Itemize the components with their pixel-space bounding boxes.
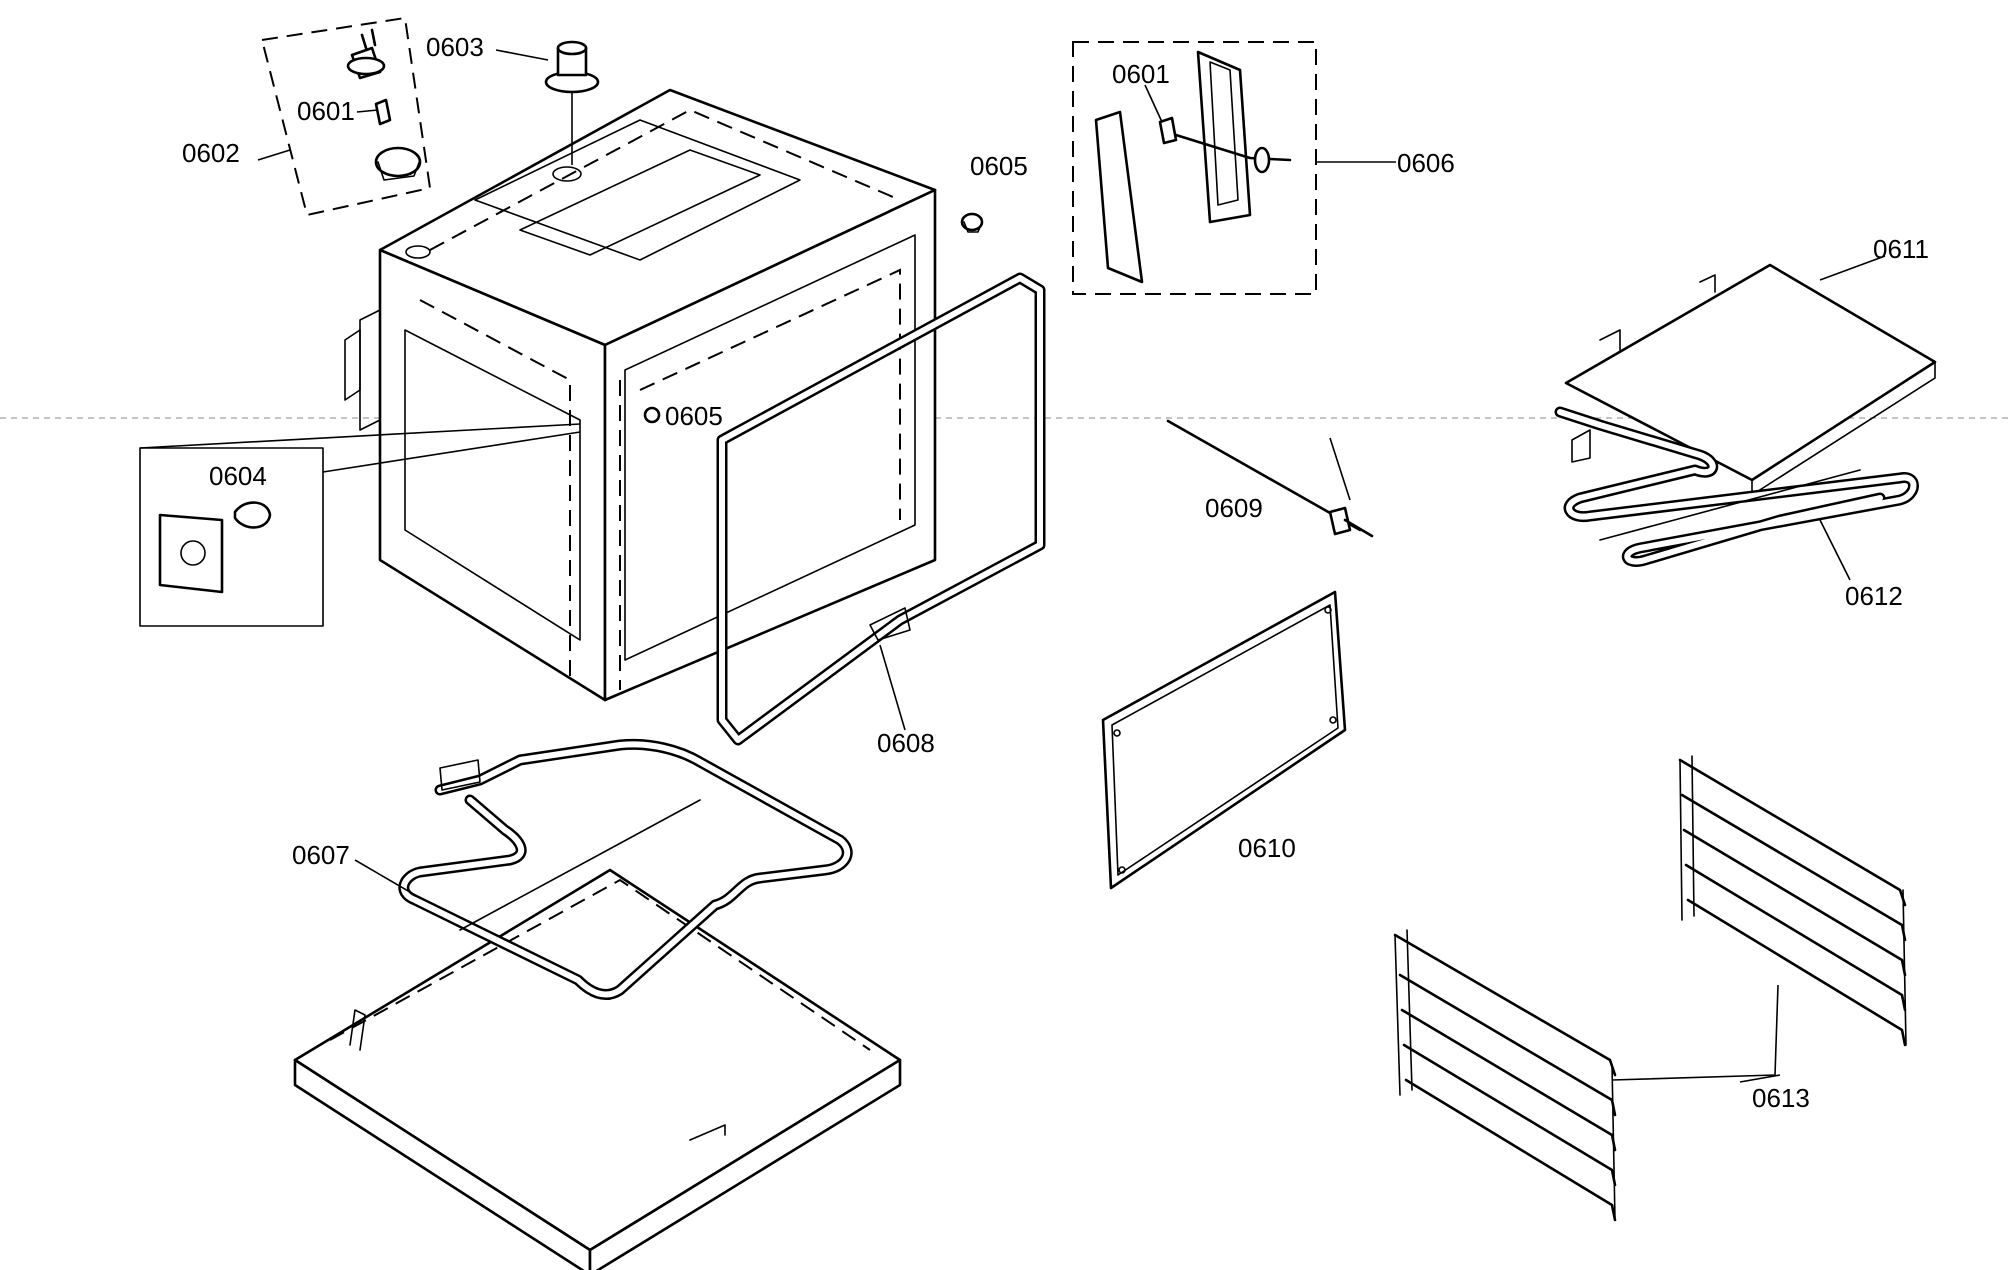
label-0604: 0604 [209, 461, 267, 491]
label-0605-top: 0605 [970, 151, 1028, 181]
label-0609: 0609 [1205, 493, 1263, 523]
label-0605-front: 0605 [665, 401, 723, 431]
label-0607: 0607 [292, 840, 350, 870]
leader-lines [257, 49, 1781, 1083]
label-0610: 0610 [1238, 833, 1296, 863]
label-0603: 0603 [426, 32, 484, 62]
clip-0605 [643, 212, 984, 424]
bake-element-0607 [354, 738, 853, 1000]
label-0613: 0613 [1752, 1083, 1810, 1113]
rack-support-0613-left [1393, 929, 1617, 1222]
label-0601-side: 0601 [1112, 59, 1170, 89]
label-0602: 0602 [182, 138, 240, 168]
rack-support-0613-right [1611, 755, 1907, 1081]
label-0608: 0608 [877, 728, 935, 758]
lamp-assembly-0602 [260, 16, 432, 217]
cap-0603 [544, 40, 600, 165]
heating-element-0612 [1554, 406, 1919, 581]
door-gasket-0608 [716, 272, 1046, 746]
bottom-tray [293, 868, 902, 1270]
lamp-assembly-0606 [1072, 41, 1396, 295]
sensor-rod-0609 [1166, 419, 1374, 538]
label-0612: 0612 [1845, 581, 1903, 611]
cover-0611 [1564, 255, 1937, 496]
label-0606: 0606 [1397, 148, 1455, 178]
panel-0610 [1101, 590, 1347, 890]
oven-cavity [344, 88, 937, 702]
label-0601-lamp: 0601 [297, 96, 355, 126]
inset-0604 [139, 423, 581, 627]
label-0611: 0611 [1873, 234, 1929, 264]
